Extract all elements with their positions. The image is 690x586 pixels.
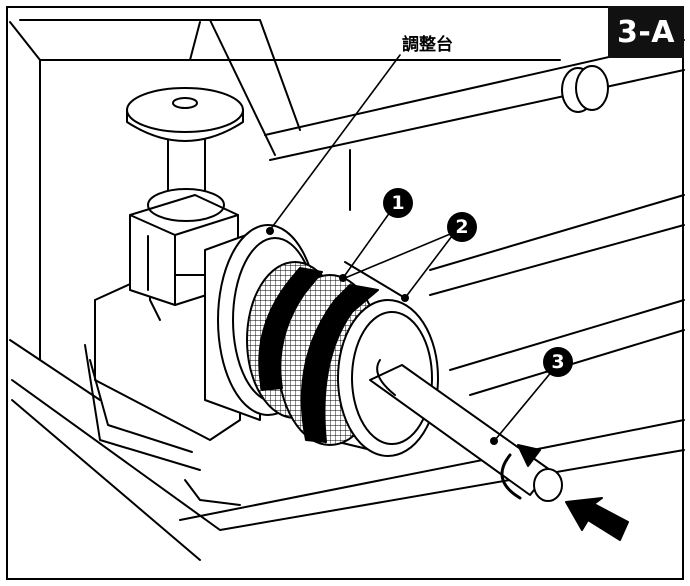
clamp-screw — [126, 87, 244, 306]
base-bracket — [84, 274, 241, 506]
rotation-arrow-ring-1 — [258, 267, 323, 391]
rotation-arrow-shaft — [500, 444, 541, 500]
rotation-arrow-ring-2 — [300, 284, 379, 443]
callout-2: 2 — [447, 212, 477, 242]
leader-lines — [269, 54, 554, 441]
callout-1: 1 — [383, 188, 413, 218]
figure-number-badge: 3-A — [608, 6, 684, 58]
callout-3: 3 — [543, 347, 573, 377]
push-arrow — [565, 497, 629, 541]
adjusting-platform-label: 調整台 — [402, 35, 453, 55]
leader-dots — [266, 227, 498, 445]
panel-knob — [561, 65, 609, 113]
